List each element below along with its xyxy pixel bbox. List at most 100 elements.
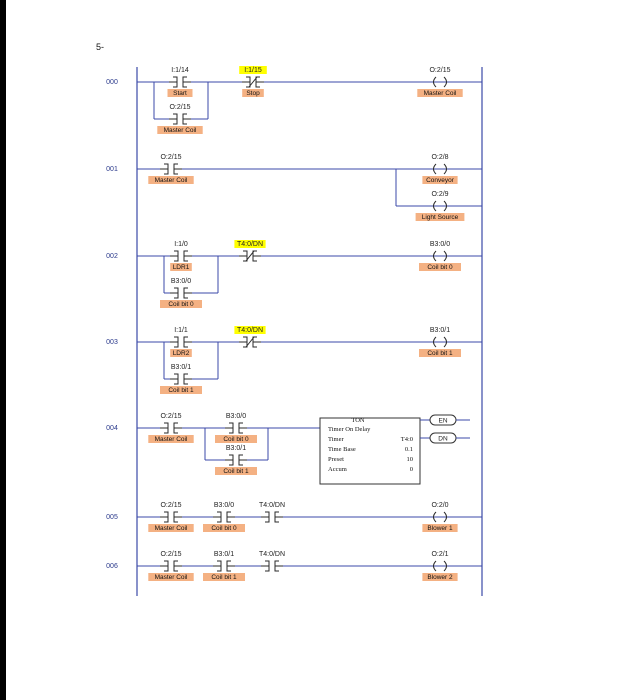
rung-006-contact-0 <box>160 560 182 572</box>
rung-006-contact-2 <box>261 560 283 572</box>
rung-000-coil-0-address: O:2/15 <box>429 67 450 74</box>
rung-004-contact-0-tag-bg <box>148 435 194 443</box>
rung-number-004: 004 <box>106 425 118 432</box>
ton-row-label: Accum <box>328 466 347 473</box>
rung-002-branch-contact-address: B3:0/0 <box>171 278 191 285</box>
rung-001-contact-0-tag-bg <box>148 176 194 184</box>
rung-000-contact-1-tag-bg <box>242 89 264 97</box>
rung-003-branch-contact <box>170 373 192 385</box>
rung-004-contact-0 <box>160 422 182 434</box>
rung-006-contact-1-address: B3:0/1 <box>214 551 234 558</box>
rung-000-contact-1-nc-slash <box>248 76 258 88</box>
ton-row-value: T4:0 <box>401 436 413 443</box>
rung-002-branch-contact <box>170 287 192 299</box>
rung-001-coil-1-arc-right <box>443 200 447 212</box>
rung-003-coil-0 <box>433 336 447 348</box>
rung-004-contact-1-address: B3:0/0 <box>226 413 246 420</box>
rung-000-coil-0-arc-right <box>443 76 447 88</box>
ton-output-label: EN <box>438 417 447 424</box>
rung-004-branch-contact <box>225 454 247 466</box>
rung-002-contact-0-address: I:1/0 <box>174 241 188 248</box>
rung-003-contact-0-label: LDR2 <box>173 350 190 357</box>
rung-001-contact-0-address: O:2/15 <box>160 154 181 161</box>
rung-006-coil-0-arc-right <box>443 560 447 572</box>
rung-006-contact-0-tag-bg <box>148 573 194 581</box>
ton-row-label: Preset <box>328 456 344 463</box>
rung-006-contact-1-tag-bg <box>203 573 245 581</box>
rung-003-contact-0-address: I:1/1 <box>174 327 188 334</box>
rung-005-coil-0-arc-left <box>433 511 437 523</box>
rung-003-contact-1-address: T4:0/DN <box>237 327 263 334</box>
rung-005-coil-0-label: Blower 1 <box>427 525 453 532</box>
rung-003-contact-0 <box>170 336 192 348</box>
rung-006-coil-0-label: Blower 2 <box>427 574 453 581</box>
rung-004-branch-contact-label: Coil bit 1 <box>223 468 249 475</box>
rung-000-coil-0 <box>433 76 447 88</box>
rung-number-005: 005 <box>106 514 118 521</box>
rung-002-coil-0-arc-right <box>443 250 447 262</box>
ton-row-value: 10 <box>407 456 414 463</box>
rung-003-coil-0-arc-right <box>443 336 447 348</box>
rung-004-branch-contact-tag-bg <box>215 467 257 475</box>
rung-006-coil-0 <box>433 560 447 572</box>
rung-000-contact-0-address: I:1/14 <box>171 67 189 74</box>
rung-006-coil-0-arc-left <box>433 560 437 572</box>
rung-000-contact-0 <box>169 76 191 88</box>
ton-row-label: Time Base <box>328 446 356 453</box>
rung-006-contact-1-label: Coil bit 1 <box>211 574 237 581</box>
rung-000-coil-0-arc-left <box>433 76 437 88</box>
rung-004-branch-contact-address: B3:0/1 <box>226 445 246 452</box>
rung-000-branch-contact <box>169 113 191 125</box>
rung-005-contact-2-address: T4:0/DN <box>259 502 285 509</box>
ton-subtitle: Timer On Delay <box>328 426 371 433</box>
rung-005-contact-1-label: Coil bit 0 <box>211 525 237 532</box>
rung-002-branch-contact-tag-bg <box>160 300 202 308</box>
rung-006-contact-2-address: T4:0/DN <box>259 551 285 558</box>
rung-005-contact-1-tag-bg <box>203 524 245 532</box>
rung-005-contact-1 <box>213 511 235 523</box>
rung-003-branch-contact-address: B3:0/1 <box>171 364 191 371</box>
rung-003-contact-0-tag-bg <box>170 349 192 357</box>
problem-number: 5- <box>96 42 105 52</box>
rung-002-contact-0-tag-bg <box>170 263 192 271</box>
ton-title: TON <box>351 417 365 424</box>
rung-000-branch-contact-tag-bg <box>157 126 203 134</box>
ton-output-label: DN <box>438 435 448 442</box>
rung-001-coil-1-label: Light Source <box>422 214 459 221</box>
rung-001-coil-0-arc-left <box>433 163 437 175</box>
ton-row-label: Timer <box>328 436 344 443</box>
rung-002-contact-1-addr-highlight <box>234 240 266 248</box>
rung-004-contact-0-address: O:2/15 <box>160 413 181 420</box>
rung-005-coil-0-address: O:2/0 <box>431 502 448 509</box>
rung-002-branch-contact-label: Coil bit 0 <box>168 301 194 308</box>
rung-006-contact-1 <box>213 560 235 572</box>
rung-005-contact-0-label: Master Coil <box>155 525 188 532</box>
rung-003-coil-0-address: B3:0/1 <box>430 327 450 334</box>
rung-001-contact-0-label: Master Coil <box>155 177 188 184</box>
rung-005-contact-0 <box>160 511 182 523</box>
rung-005-coil-0-arc-right <box>443 511 447 523</box>
rung-001-coil-0-label: Conveyor <box>426 177 455 184</box>
rung-number-006: 006 <box>106 563 118 570</box>
left-border <box>0 0 6 700</box>
rung-000-contact-1-address: I:1/15 <box>244 67 262 74</box>
rung-005-contact-2 <box>261 511 283 523</box>
rung-001-coil-1 <box>433 200 447 212</box>
rung-001-contact-0 <box>160 163 182 175</box>
rung-001-coil-0-arc-right <box>443 163 447 175</box>
rung-004-contact-1 <box>225 422 247 434</box>
rung-000-coil-0-label: Master Coil <box>424 90 457 97</box>
rung-002-coil-0-tag-bg <box>419 263 461 271</box>
rung-005-coil-0-tag-bg <box>422 524 458 532</box>
rung-003-contact-1-addr-highlight <box>234 326 266 334</box>
rung-003-contact-1-nc-slash <box>245 336 255 348</box>
rung-003-contact-1 <box>239 336 261 348</box>
rung-002-contact-1-nc-slash <box>245 250 255 262</box>
rung-001-coil-1-tag-bg <box>415 213 465 221</box>
rung-001-coil-0-address: O:2/8 <box>431 154 448 161</box>
rung-005-contact-0-tag-bg <box>148 524 194 532</box>
rung-006-coil-0-address: O:2/1 <box>431 551 448 558</box>
rung-000-contact-1-addr-highlight <box>239 66 267 74</box>
rung-003-coil-0-label: Coil bit 1 <box>427 350 453 357</box>
rung-002-coil-0-arc-left <box>433 250 437 262</box>
